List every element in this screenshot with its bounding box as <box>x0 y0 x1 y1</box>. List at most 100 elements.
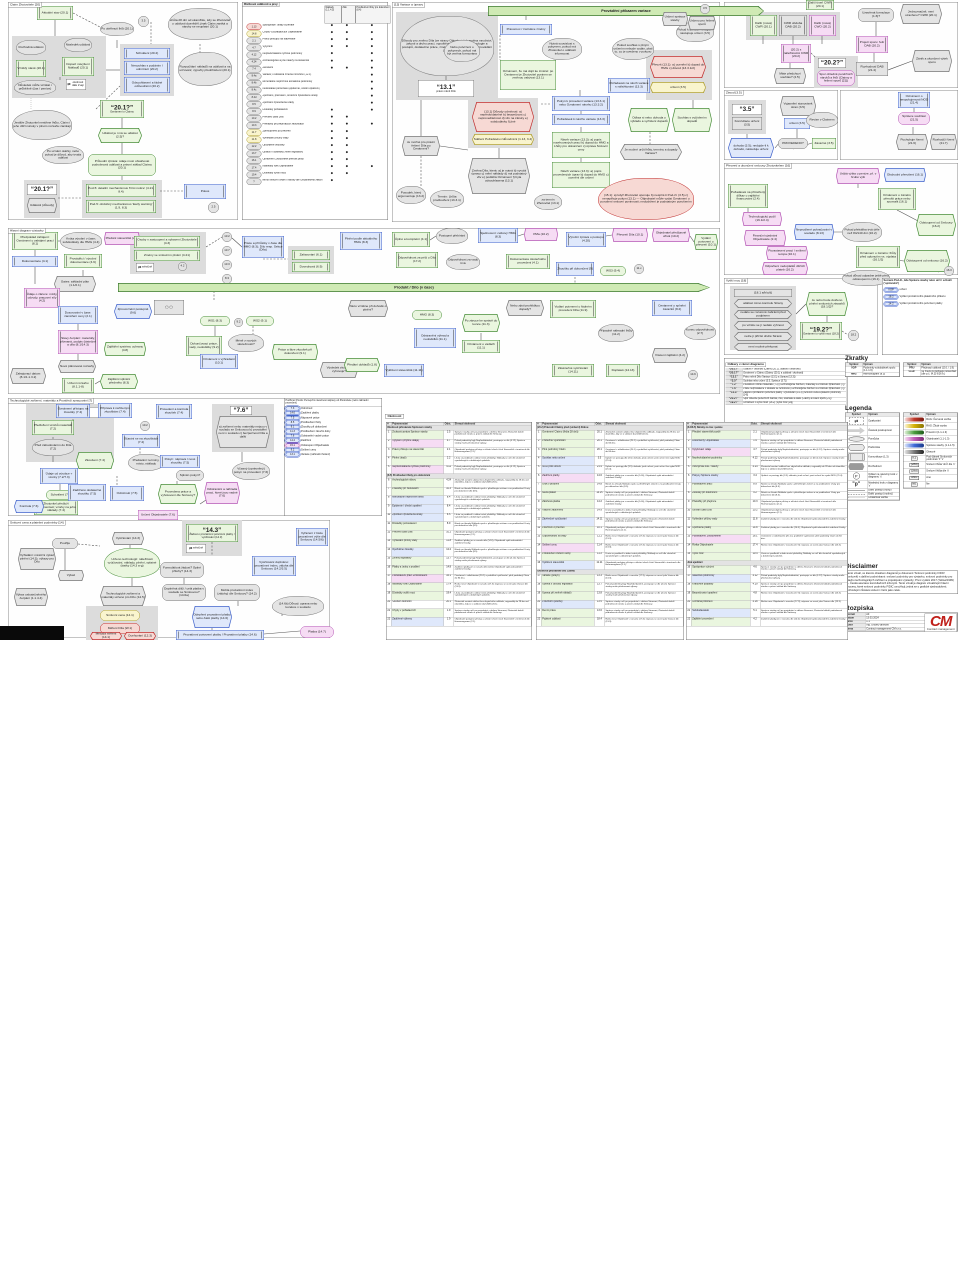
hexagon-node-body: Pozastavení prací / snížení tempa (16.1) <box>766 246 808 260</box>
risk-row-label: Variace; Podstatná změna množství (13.x) <box>262 73 312 76</box>
circ-name: Vyhledání příčiny vady <box>691 517 751 526</box>
circ-ref: 4.6 <box>750 565 761 574</box>
circ-desc: Oznámení s náležitostmi (20.1) a průběžn… <box>454 574 532 583</box>
circ-num: 22 <box>537 617 542 626</box>
circle-node: 13.3 <box>222 260 232 270</box>
circ-desc: Uplatní se postupy dle (3.5): dohoda, ji… <box>605 456 684 465</box>
round-icon <box>848 444 865 452</box>
risk-dot: ● <box>370 64 374 70</box>
striped-box-node: (20.2) s náležitostmi CWR (20.2) <box>781 44 811 63</box>
abbr-meaning: Přejímací události (10.1 / 1.9) <box>921 366 958 370</box>
circ-ref: 17.4 <box>750 543 761 552</box>
cloud-node: Rozhodná událost <box>16 40 46 55</box>
striped-box-node: Osoby v zastoupení a vybavení Zhotovitel… <box>134 236 200 248</box>
striped-box-node: Úplné a kompletní (4.1) <box>392 232 430 247</box>
risk-dot: ● <box>330 128 334 134</box>
risk-dot: ● <box>330 177 334 183</box>
line-icon <box>847 490 865 491</box>
legend-meaning-cell: Opakování <box>868 416 900 426</box>
circle-node: 9.2 <box>234 318 243 327</box>
circ-ref: 11.8 <box>750 517 761 526</box>
circ-desc: Riziko nese Objednatel v rozsahu (17.3);… <box>605 534 684 544</box>
striped-box-node: Údaje od výrobce + vzorky (7.2/7.3) <box>40 468 78 484</box>
circumstances-section-label: (8.4/8.5) Nároky na čas i peníze <box>687 426 848 431</box>
cloud-node: Postupné přebírání <box>436 228 468 244</box>
cloud-node: Konec odpovědnosti (2.7) <box>684 324 716 340</box>
risk-dot: ● <box>330 50 334 56</box>
striped-box-node: Další tíseň CWR (20.1) <box>806 0 834 10</box>
ref-table-row: “20.2?”Spor ohledně peněžních nároků, lh… <box>725 397 847 402</box>
circ-ref: 1.9 <box>444 609 454 618</box>
hexagon-node: (13.1) Důvody odmítnutí: a) nepředvídate… <box>472 102 534 132</box>
code-label-node: “19.2?”Oznámení o vyšší moci (18.2) <box>800 322 842 340</box>
hexagon-node-body: Pochybuje řízení (21.6) <box>896 134 928 150</box>
risk-row-badge: 8.4c <box>246 86 262 94</box>
circ-name: Úprava při změně nákladů <box>541 591 595 600</box>
risk-row-label: Převzetí části Díla <box>262 115 284 119</box>
risk-dot: ● <box>345 170 349 176</box>
abbr-meaning: Harmonogram (8.3) <box>863 372 900 376</box>
cloud-node: za termín Zhotovitel (13.1) <box>534 194 562 210</box>
circ-ref: 11.4 <box>595 543 605 552</box>
hexagon-node: Předání staveniště (2.1) <box>104 232 140 245</box>
circ-desc: Riziko nese Objednatel v rozsahu (17.3);… <box>760 600 848 609</box>
risk-dot: ● <box>370 107 374 113</box>
hexagon-node: Gates: základní plán (1.1/2.1) <box>54 276 96 292</box>
disclaimer-title: Disclaimer <box>845 562 878 570</box>
circumstances-head-cell: Pojmenování <box>392 422 444 426</box>
circ-desc: Správce stavby určí po projednání s oběm… <box>605 491 684 500</box>
hexagon-node: po vzniku se jí nedalo vyhnout <box>734 321 792 330</box>
cloud-node: Méně z nových skutečností? <box>228 334 264 352</box>
circ-desc: Objednatel poskytne přístup a užívání vš… <box>760 430 848 439</box>
hexagon-node-body: dohoda (3.5); nedojde-li k dohodě, násle… <box>728 138 774 158</box>
grad-green-icon <box>904 430 924 435</box>
risk-row-label: Vyhledání příčiny vady <box>262 136 289 140</box>
striped-box-node: Příprava k nařízeným zkouškám (7.4) <box>98 403 132 418</box>
cloud-node: Pokud souhlas s plným určením nebude vyd… <box>612 38 654 60</box>
rect-node: Návrh variace (13.3): a) popis provedený… <box>552 162 610 188</box>
hexagon-node: a) zařízení nebo materiály nejsou v soul… <box>216 416 270 448</box>
striped-icon <box>848 453 865 461</box>
legend-meaning-cell: Ne <box>926 481 958 488</box>
legend-meaning-cell: Obsahová vazba <box>868 496 900 500</box>
checklist-col-header: Prodloužení lhůty pro dokončení (8.4) <box>355 5 391 24</box>
legend-row: Provozní (1.1-1.3) <box>903 429 958 437</box>
flow-arrow-bar: Produkt / Dílo (v čase) <box>118 283 710 292</box>
hexagon-node: Zprovoznění postupně (9.6) <box>114 304 152 319</box>
risk-dot: ● <box>330 163 334 169</box>
circ-ref: 13.3 <box>595 574 605 583</box>
circ-name: Opožděné platby <box>691 526 751 535</box>
legend-symbol-cell: ⇄ <box>846 416 868 426</box>
risk-dot: ● <box>345 43 349 49</box>
risk-row-label: Důsledky pozastavení <box>262 108 288 112</box>
grad-blue-icon <box>904 443 924 448</box>
hexagon-node: dohoda (3.5); nedojde-li k dohodě, násle… <box>728 138 774 158</box>
circ-num: 4 <box>687 456 692 465</box>
chip:[28d]-icon: [28d] <box>909 469 919 474</box>
circ-name: Vrácení zadržného <box>541 508 595 518</box>
circ-desc: Nárok na úhradu Nákladů spolu s přiměřen… <box>454 522 532 531</box>
circ-num: 15 <box>537 552 542 561</box>
circ-num: 1 <box>537 430 542 439</box>
hexagon-node: Vyjasnění stanovisek stran (3.5) <box>780 96 816 116</box>
risk-row-badge: ? <box>246 178 262 186</box>
hexagon-node-body: Sdělení Požadavku zdůvodnění (1.13, 3.4) <box>472 134 534 145</box>
ref-desc: Žádost o prozatímní potvrzení platby / v… <box>743 391 847 397</box>
risk-dot: ● <box>370 121 374 127</box>
risk-row-badge: 7.4 <box>246 65 262 73</box>
circumstances-section-label: (20.2) Průvodní Claimy před (smluvní) lh… <box>537 426 684 431</box>
circ-ref: 14.8 <box>750 526 761 535</box>
risk-row-badge: 10.2 <box>246 115 262 122</box>
circ-desc: Zhotovitel oznámí událost bez zbytečného… <box>454 478 532 487</box>
claims-item-code: 15.1 <box>284 442 301 449</box>
